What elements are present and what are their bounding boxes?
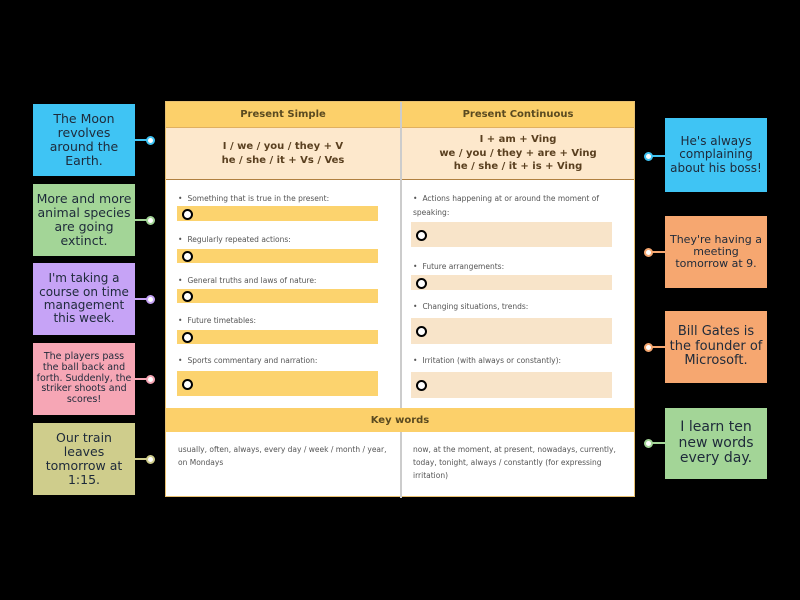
use-label: Actions happening at or around the momen… [413, 192, 628, 219]
answer-card[interactable]: They're having a meeting tomorrow at 9. [665, 216, 767, 288]
slot-circle-icon [416, 326, 427, 337]
answer-card[interactable]: I'm taking a course on time management t… [33, 263, 135, 335]
header-present-simple: Present Simple [166, 102, 400, 127]
connector-dot-icon[interactable] [146, 136, 155, 145]
connector [651, 346, 665, 348]
connector [135, 378, 149, 380]
use-label: Sports commentary and narration: [178, 354, 317, 368]
connector [135, 298, 149, 300]
answer-card[interactable]: The players pass the ball back and forth… [33, 343, 135, 415]
drop-slot[interactable] [411, 372, 612, 398]
connector [135, 458, 149, 460]
connector-dot-icon[interactable] [644, 439, 653, 448]
slot-circle-icon [416, 229, 427, 241]
formula-line: he / she / it + Vs / Ves [221, 154, 345, 166]
use-label: General truths and laws of nature: [178, 274, 316, 288]
connector [651, 442, 665, 444]
drop-slot[interactable] [177, 249, 378, 263]
formula-line: I / we / you / they + V [222, 141, 344, 152]
connector-dot-icon[interactable] [644, 343, 653, 352]
connector-dot-icon[interactable] [644, 248, 653, 257]
answer-card[interactable]: More and more animal species are going e… [33, 184, 135, 256]
drop-slot[interactable] [411, 222, 612, 247]
connector [651, 251, 665, 253]
formula-line: I + am + Ving [479, 134, 557, 146]
connector-dot-icon[interactable] [146, 455, 155, 464]
keywords-continuous: now, at the moment, at present, nowadays… [413, 445, 616, 481]
slot-circle-icon [182, 332, 193, 343]
connector-dot-icon[interactable] [146, 216, 155, 225]
use-label: Future arrangements: [413, 260, 504, 274]
formula-line: we / you / they + are + Ving [439, 147, 597, 159]
answer-card[interactable]: I learn ten new words every day. [665, 408, 767, 479]
slot-circle-icon [182, 251, 193, 262]
formula-simple: I / we / you / they + V he / she / it + V… [166, 127, 400, 180]
use-label: Regularly repeated actions: [178, 233, 290, 247]
slot-circle-icon [182, 291, 193, 302]
slot-circle-icon [416, 277, 427, 289]
connector-dot-icon[interactable] [644, 152, 653, 161]
connector-dot-icon[interactable] [146, 375, 155, 384]
drop-slot[interactable] [177, 371, 378, 396]
connector [651, 155, 665, 157]
use-label: Changing situations, trends: [413, 300, 528, 314]
slot-circle-icon [416, 380, 427, 391]
keywords-simple: usually, often, always, every day / week… [178, 445, 387, 468]
connector [135, 219, 149, 221]
use-label: Something that is true in the present: [178, 192, 329, 206]
answer-card[interactable]: Our train leaves tomorrow at 1:15. [33, 423, 135, 495]
drop-slot[interactable] [177, 206, 378, 221]
grammar-table: Present Simple Present Continuous I / we… [165, 101, 635, 498]
answer-card[interactable]: Bill Gates is the founder of Microsoft. [665, 311, 767, 383]
drop-slot[interactable] [177, 289, 378, 303]
drop-slot[interactable] [177, 330, 378, 344]
formula-line: he / she / it + is + Ving [453, 161, 583, 173]
connector-dot-icon[interactable] [146, 295, 155, 304]
drop-slot[interactable] [411, 275, 612, 290]
answer-card[interactable]: The Moon revolves around the Earth. [33, 104, 135, 176]
drop-slot[interactable] [411, 318, 612, 344]
connector [135, 139, 149, 141]
column-divider [400, 102, 402, 498]
slot-circle-icon [182, 208, 193, 220]
use-label: Irritation (with always or constantly): [413, 354, 561, 368]
header-present-continuous: Present Continuous [402, 102, 634, 127]
keywords-header: Key words [166, 408, 634, 432]
use-label: Future timetables: [178, 314, 256, 328]
answer-card[interactable]: He's always complaining about his boss! [665, 118, 767, 192]
slot-circle-icon [182, 378, 193, 390]
